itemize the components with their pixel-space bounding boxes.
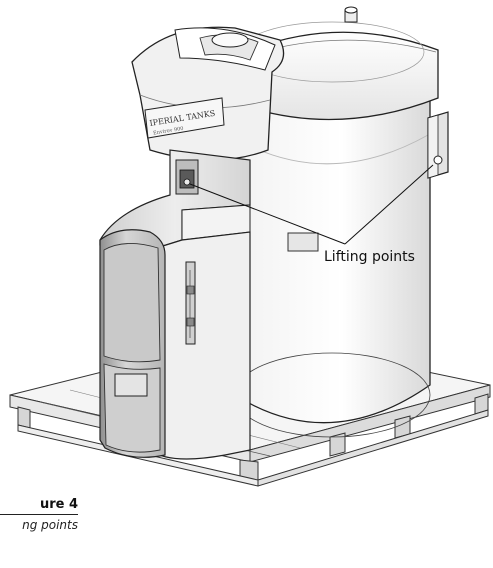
control-head: IPERIAL TANKS Envirov 900: [131, 26, 285, 161]
caption-rule: [0, 514, 78, 515]
brand-plate-subtext: Envirov 900: [153, 126, 184, 137]
figure-title: ure 4: [39, 497, 78, 512]
leader-line-side: [344, 164, 434, 245]
side-lifting-bracket: [427, 111, 449, 179]
tower-column: [99, 149, 251, 460]
front-panel-assembly: [99, 229, 196, 458]
callout-label: Lifting points: [324, 249, 415, 265]
figure-caption: ure 4 ng points: [0, 497, 78, 532]
figure-subtitle: ng points: [22, 518, 78, 532]
tank-body: [233, 94, 431, 438]
leader-line-front: [189, 183, 346, 245]
callout-leaders: [189, 164, 434, 245]
